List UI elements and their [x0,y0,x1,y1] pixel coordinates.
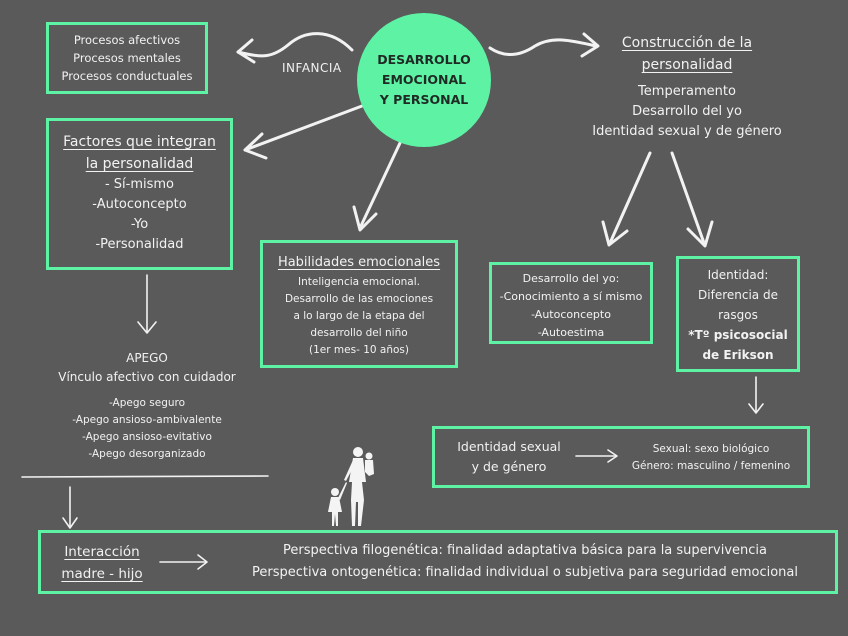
center-title-line-1: DESARROLLO [377,52,471,67]
arrow-to-identidad-sexual-head [748,403,764,414]
habilidades-line: desarrollo del niño [310,327,408,339]
factores-item: -Personalidad [95,237,184,252]
interaccion-label: Interacción madre - hijo [47,541,157,585]
identidad-sexual-details: Sexual: sexo biológico Género: masculino… [621,441,801,475]
identidad-line: Identidad: [707,268,769,282]
divider-line [21,475,269,478]
arrow-to-construccion-head [580,32,600,58]
identidad-sexual-label: Identidad sexual y de género [449,437,569,477]
arrow-to-factores [243,104,364,152]
construccion-item: Identidad sexual y de género [592,124,782,139]
factores-item: -Autoconcepto [92,197,187,212]
identidad-box: Identidad: Diferencia de rasgos *Tº psic… [676,256,800,372]
factores-item: - Sí-mismo [104,177,175,192]
center-circle: DESARROLLO EMOCIONAL Y PERSONAL [357,13,491,147]
apego-item: -Apego desorganizado [88,448,206,460]
perspective-line: Perspectiva ontogenética: finalidad indi… [252,565,798,580]
arrow-identidad-sexual-inner-head [607,449,618,463]
apego-item: -Apego ansioso-evitativo [82,431,212,443]
arrow-to-desarrollo-yo-head [601,220,629,247]
arrow-to-identidad-head [686,220,714,248]
apego-subtitle: Vínculo afectivo con cuidador [58,370,236,384]
interaccion-box: Interacción madre - hijo Perspectiva fil… [38,530,838,594]
habilidades-box: Habilidades emocionales Inteligencia emo… [260,240,458,368]
apego-title: APEGO [126,351,168,365]
identidad-bold-line: de Erikson [702,348,774,362]
identidad-line: Diferencia de [698,288,778,302]
desarrollo-yo-line: -Conocimiento a sí mismo [499,290,643,303]
arrow-to-construccion [488,38,598,56]
construccion-title-line-2: personalidad [641,57,733,73]
processes-box: Procesos afectivos Procesos mentales Pro… [46,22,208,94]
arrow-to-processes-head [236,38,256,64]
habilidades-line: Inteligencia emocional. [298,276,420,288]
factores-title-line-2: la personalidad [85,156,194,172]
factores-box: Factores que integran la personalidad - … [46,118,233,270]
mother-child-silhouette-icon [328,447,374,526]
habilidades-line: (1er mes- 10 años) [309,344,409,356]
identidad-sexual-detail: Sexual: sexo biológico [652,443,770,455]
identidad-sexual-detail: Género: masculino / femenino [631,460,791,472]
desarrollo-yo-line: Desarrollo del yo: [522,272,620,285]
apego-block: APEGO Vínculo afectivo con cuidador -Ape… [30,349,264,463]
desarrollo-yo-box: Desarrollo del yo: -Conocimiento a sí mi… [489,262,653,344]
process-item: Procesos mentales [73,51,181,65]
identidad-sexual-label-line: Identidad sexual [457,439,561,454]
construccion-item: Temperamento [638,84,736,99]
process-item: Procesos afectivos [73,33,181,47]
construccion-block: Construcción de la personalidad Temperam… [548,32,826,142]
interaccion-label-line: madre - hijo [61,566,143,582]
process-item: Procesos conductuales [61,69,193,83]
arrow-to-apego-head [137,321,157,334]
perspective-line: Perspectiva filogenética: finalidad adap… [283,543,767,558]
identidad-sexual-box: Identidad sexual y de género Sexual: sex… [432,426,810,488]
arrow-to-habilidades [358,141,402,230]
arrow-interaccion-inner-head [197,554,208,570]
factores-title: Factores que integran [63,134,216,150]
habilidades-line: a lo largo de la etapa del [293,310,425,322]
identidad-line: rasgos [718,308,758,322]
desarrollo-yo-line: -Autoconcepto [531,308,611,321]
arrow-to-desarrollo-yo [608,151,652,245]
habilidades-line: Desarrollo de las emociones [284,293,434,305]
interaccion-label-line: Interacción [64,544,140,560]
identidad-bold-line: *Tº psicosocial [688,328,788,342]
identidad-sexual-label-line: y de género [471,459,547,474]
interaccion-perspectives: Perspectiva filogenética: finalidad adap… [219,540,831,584]
arrow-to-processes [236,32,354,58]
infancia-label: INFANCIA [282,61,342,75]
apego-item: -Apego seguro [108,397,186,409]
arrow-to-interaccion-head [62,517,78,529]
desarrollo-yo-line: -Autoestima [537,326,605,339]
habilidades-title: Habilidades emocionales [277,255,441,270]
arrow-to-factores-head [243,132,268,160]
factores-item: -Yo [130,217,149,232]
apego-item: -Apego ansioso-ambivalente [72,414,222,426]
center-title-line-2: EMOCIONAL [381,72,467,87]
construccion-item: Desarrollo del yo [632,104,742,119]
center-title-line-3: Y PERSONAL [379,92,469,107]
arrow-to-habilidades-head [352,205,378,232]
construccion-title: Construcción de la [621,35,753,51]
arrow-to-identidad [670,151,706,245]
